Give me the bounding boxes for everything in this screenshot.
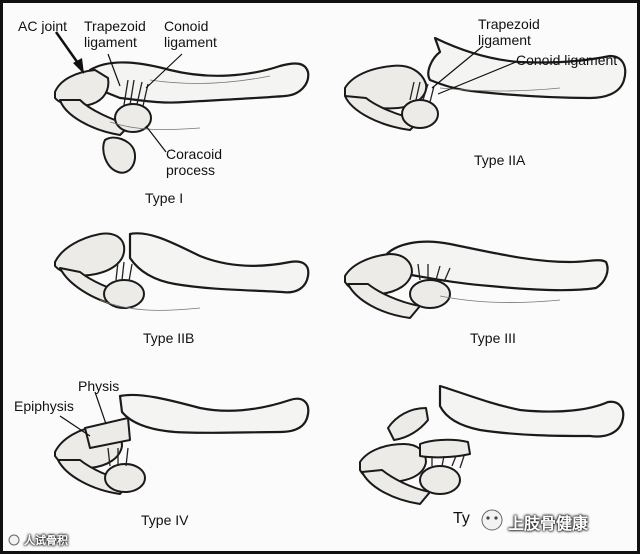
watermark-left: 人试骨积: [24, 532, 68, 548]
caption-type-1: Type I: [145, 190, 183, 206]
label-conoid-ligament-2a: Conoid ligament: [516, 52, 617, 68]
caption-type-3: Type III: [470, 330, 516, 346]
panel-type-4-drawing: [55, 392, 308, 494]
label-coracoid-process: Coracoid process: [166, 146, 222, 178]
panel-type-5-drawing: [360, 386, 623, 504]
label-trapezoid-ligament-2a: Trapezoid ligament: [478, 16, 540, 48]
caption-type-2b: Type IIB: [143, 330, 194, 346]
label-trapezoid-ligament: Trapezoid ligament: [84, 18, 146, 50]
watermark-right: 上肢骨健康: [508, 510, 588, 534]
panel-type-3-drawing: [345, 242, 608, 318]
panel-type-2b-drawing: [55, 233, 308, 310]
label-ac-joint: AC joint: [18, 18, 67, 34]
caption-type-2a: Type IIA: [474, 152, 525, 168]
label-physis: Physis: [78, 378, 119, 394]
label-epiphysis: Epiphysis: [14, 398, 74, 414]
caption-type-5: Ty: [453, 510, 470, 528]
watermark-logo-icon: [9, 510, 502, 545]
caption-type-4: Type IV: [141, 512, 188, 528]
label-conoid-ligament: Conoid ligament: [164, 18, 217, 50]
